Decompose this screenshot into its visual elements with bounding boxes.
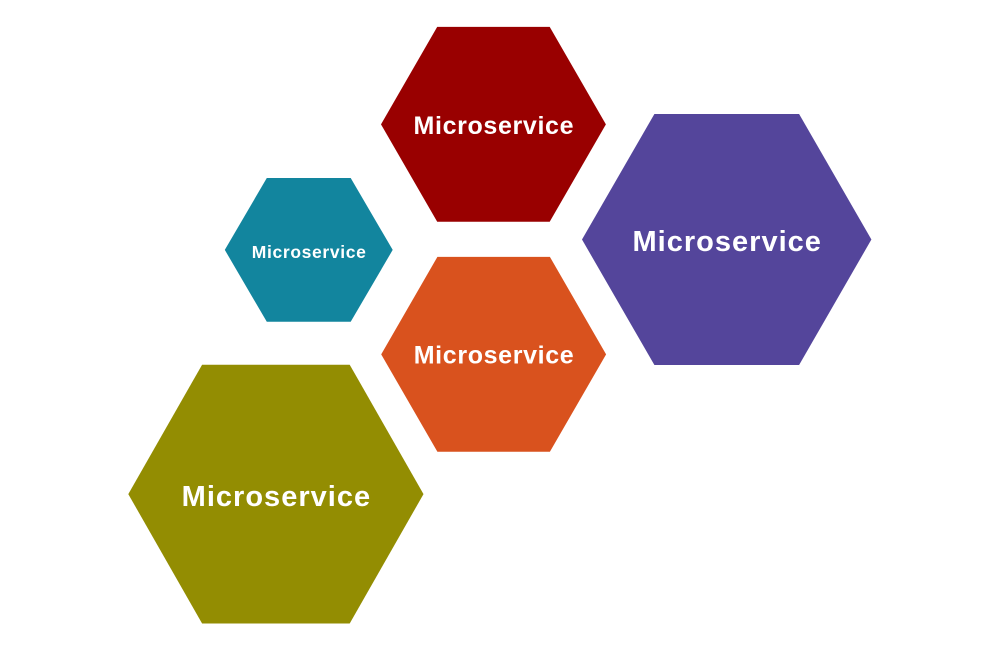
svg-text:Microservice: Microservice — [632, 226, 821, 258]
svg-text:Microservice: Microservice — [414, 112, 574, 140]
svg-text:Microservice: Microservice — [252, 242, 366, 262]
svg-text:Microservice: Microservice — [182, 481, 371, 513]
svg-text:Microservice: Microservice — [414, 342, 574, 370]
